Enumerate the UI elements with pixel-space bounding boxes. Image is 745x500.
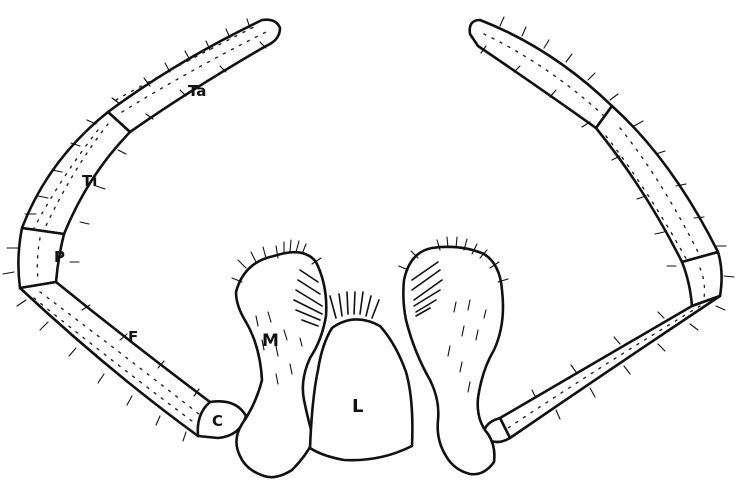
label-patella: P xyxy=(54,248,65,266)
right-tarsus xyxy=(470,20,612,128)
left-tarsus xyxy=(108,20,280,132)
left-pedipalp xyxy=(3,19,280,441)
right-pedipalp xyxy=(470,17,734,442)
right-tibia xyxy=(596,106,718,262)
right-femur xyxy=(500,296,720,438)
left-femur xyxy=(20,282,210,436)
label-femur: F xyxy=(128,328,138,346)
label-tarsus: Ta xyxy=(188,82,206,100)
label-coxa: C xyxy=(212,412,223,430)
label-labium: L xyxy=(352,396,363,417)
right-maxilla xyxy=(399,237,508,474)
label-maxilla: M xyxy=(262,331,279,351)
label-tibia: Ti xyxy=(82,172,97,190)
left-tibia xyxy=(22,112,130,234)
